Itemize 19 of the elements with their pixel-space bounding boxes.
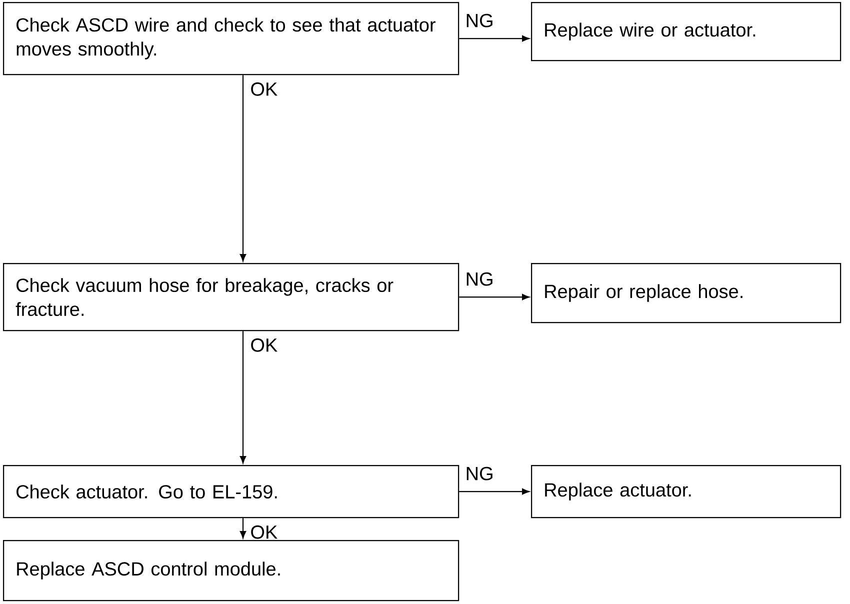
edge-label: OK: [249, 337, 279, 353]
arrow: [240, 331, 246, 464]
edge-label: NG: [464, 12, 495, 28]
process-box: Replace wire or actuator.: [531, 2, 842, 62]
edge-label: NG: [464, 466, 495, 482]
process-box: Repair or replace hose.: [531, 263, 842, 324]
process-box: Replace actuator.: [531, 465, 842, 518]
edge-label: NG: [464, 271, 495, 287]
arrow: [240, 75, 246, 262]
arrow: [459, 294, 530, 300]
edge-label: OK: [249, 524, 279, 540]
edge-label: OK: [249, 81, 279, 97]
process-box: Check vacuum hose for breakage, cracks or fracture.: [3, 263, 460, 332]
process-box: Replace ASCD control module.: [3, 540, 460, 602]
arrow: [459, 488, 530, 495]
process-box: Check ASCD wire and check to see that actuator moves smoothly.: [3, 2, 460, 76]
arrow: [240, 518, 246, 538]
process-box: Check actuator. Go to EL-159.: [3, 465, 460, 518]
arrow: [459, 35, 530, 42]
